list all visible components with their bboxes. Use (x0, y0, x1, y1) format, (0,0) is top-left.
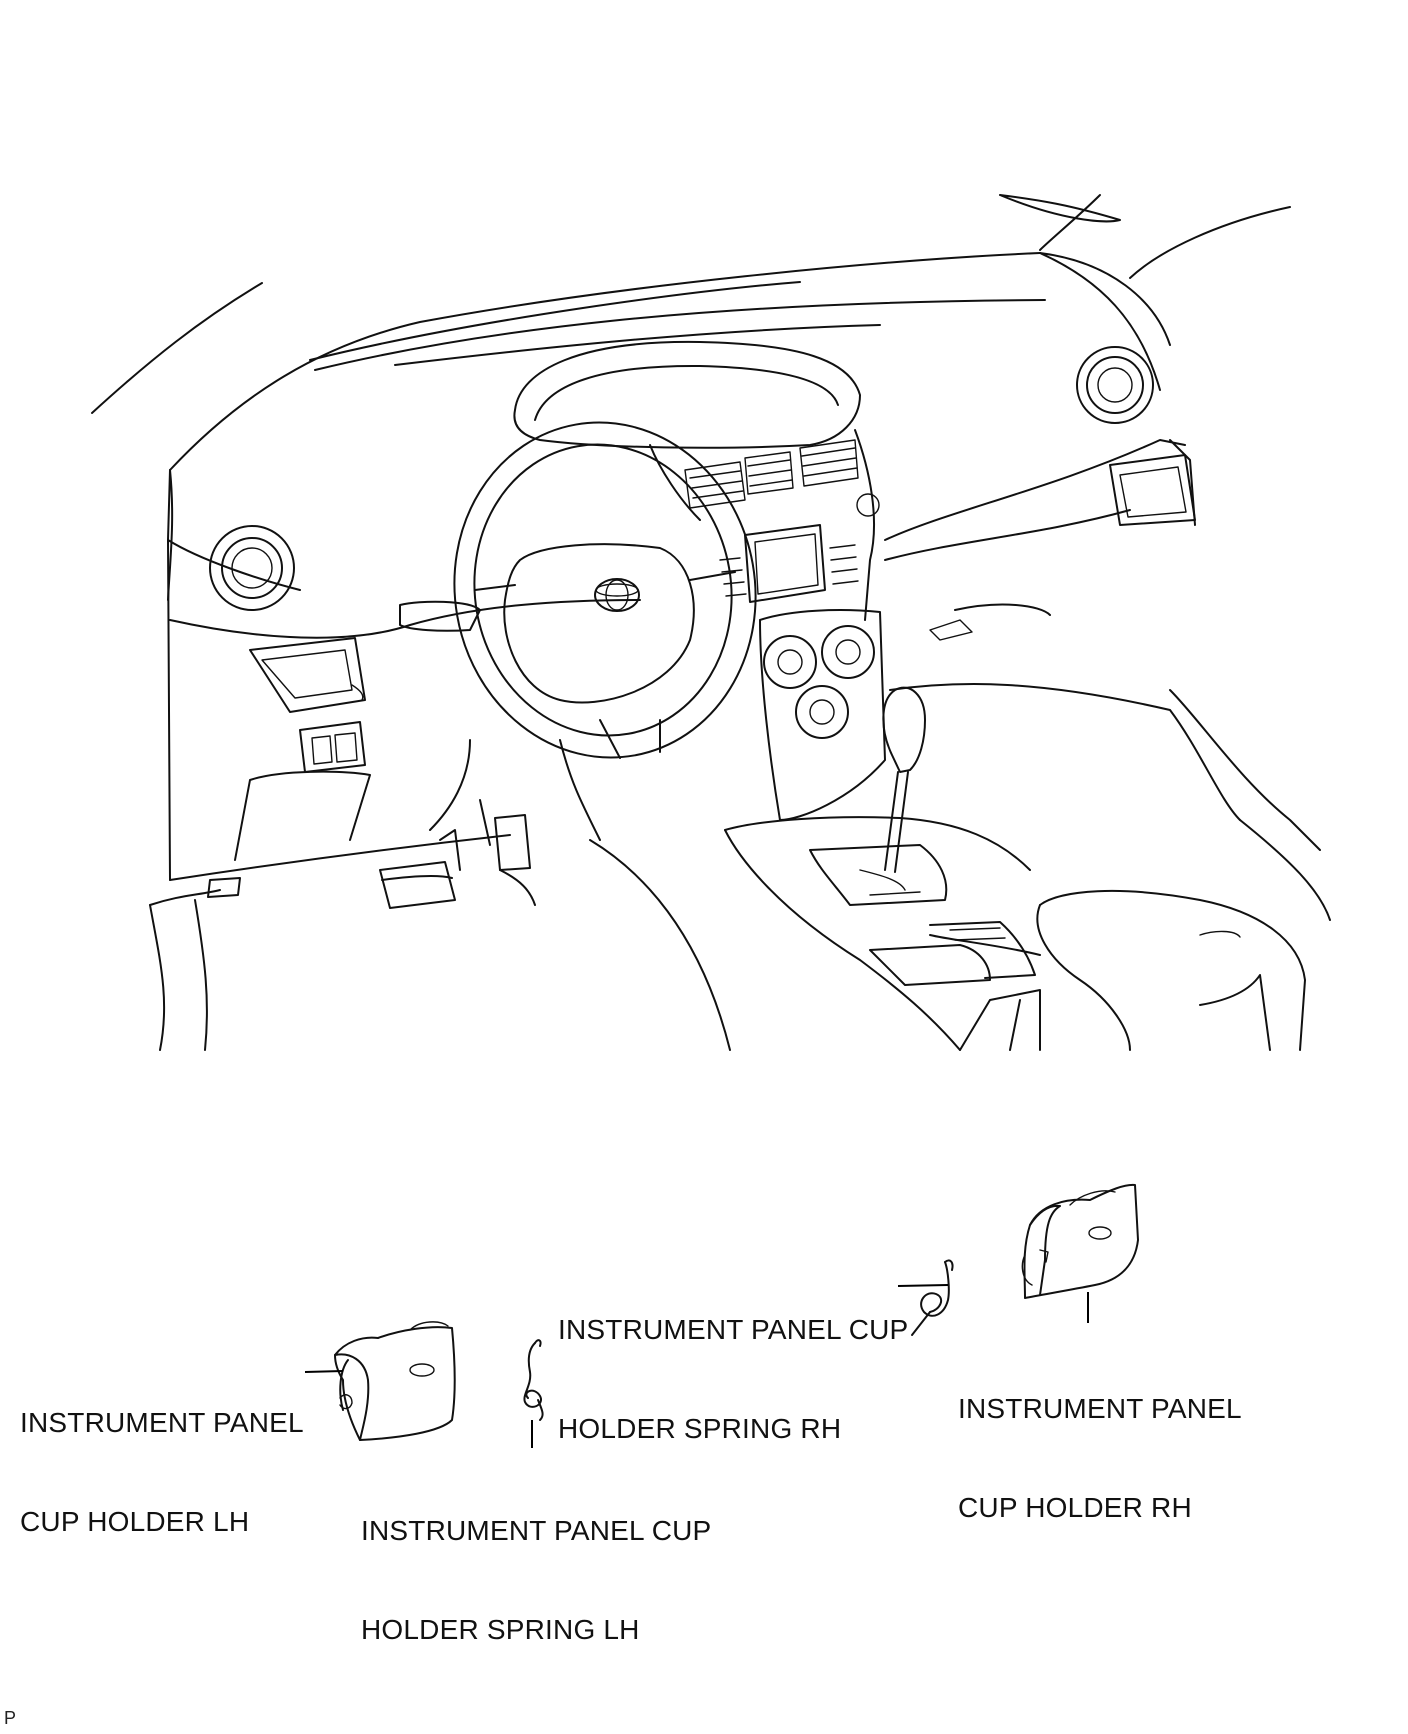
spring-lh-label: INSTRUMENT PANEL CUP HOLDER SPRING LH (361, 1448, 711, 1679)
spring-rh-illustration (897, 1259, 954, 1336)
cup-holder-lh-label: INSTRUMENT PANEL CUP HOLDER LH (20, 1340, 304, 1571)
spring-lh-illustration (523, 1339, 544, 1448)
cup-holder-rh-illustration (1021, 1183, 1139, 1323)
spring-rh-label-line-1: INSTRUMENT PANEL CUP (558, 1314, 909, 1345)
cup-holder-rh-label: INSTRUMENT PANEL CUP HOLDER RH (958, 1326, 1242, 1557)
figure-code: P (4, 1708, 17, 1728)
cup-holder-rh-label-line-1: INSTRUMENT PANEL (958, 1393, 1242, 1424)
spring-lh-label-line-2: HOLDER SPRING LH (361, 1614, 640, 1645)
dashboard-overview-illustration (91, 194, 1331, 1051)
cup-holder-lh-label-line-2: CUP HOLDER LH (20, 1506, 250, 1537)
cup-holder-rh-label-line-2: CUP HOLDER RH (958, 1492, 1192, 1523)
spring-lh-label-line-1: INSTRUMENT PANEL CUP (361, 1515, 712, 1546)
spring-rh-label: INSTRUMENT PANEL CUP HOLDER SPRING RH (558, 1247, 908, 1478)
spring-rh-label-line-2: HOLDER SPRING RH (558, 1413, 842, 1444)
cup-holder-lh-label-line-1: INSTRUMENT PANEL (20, 1407, 304, 1438)
cup-holder-lh-illustration (304, 1321, 456, 1441)
